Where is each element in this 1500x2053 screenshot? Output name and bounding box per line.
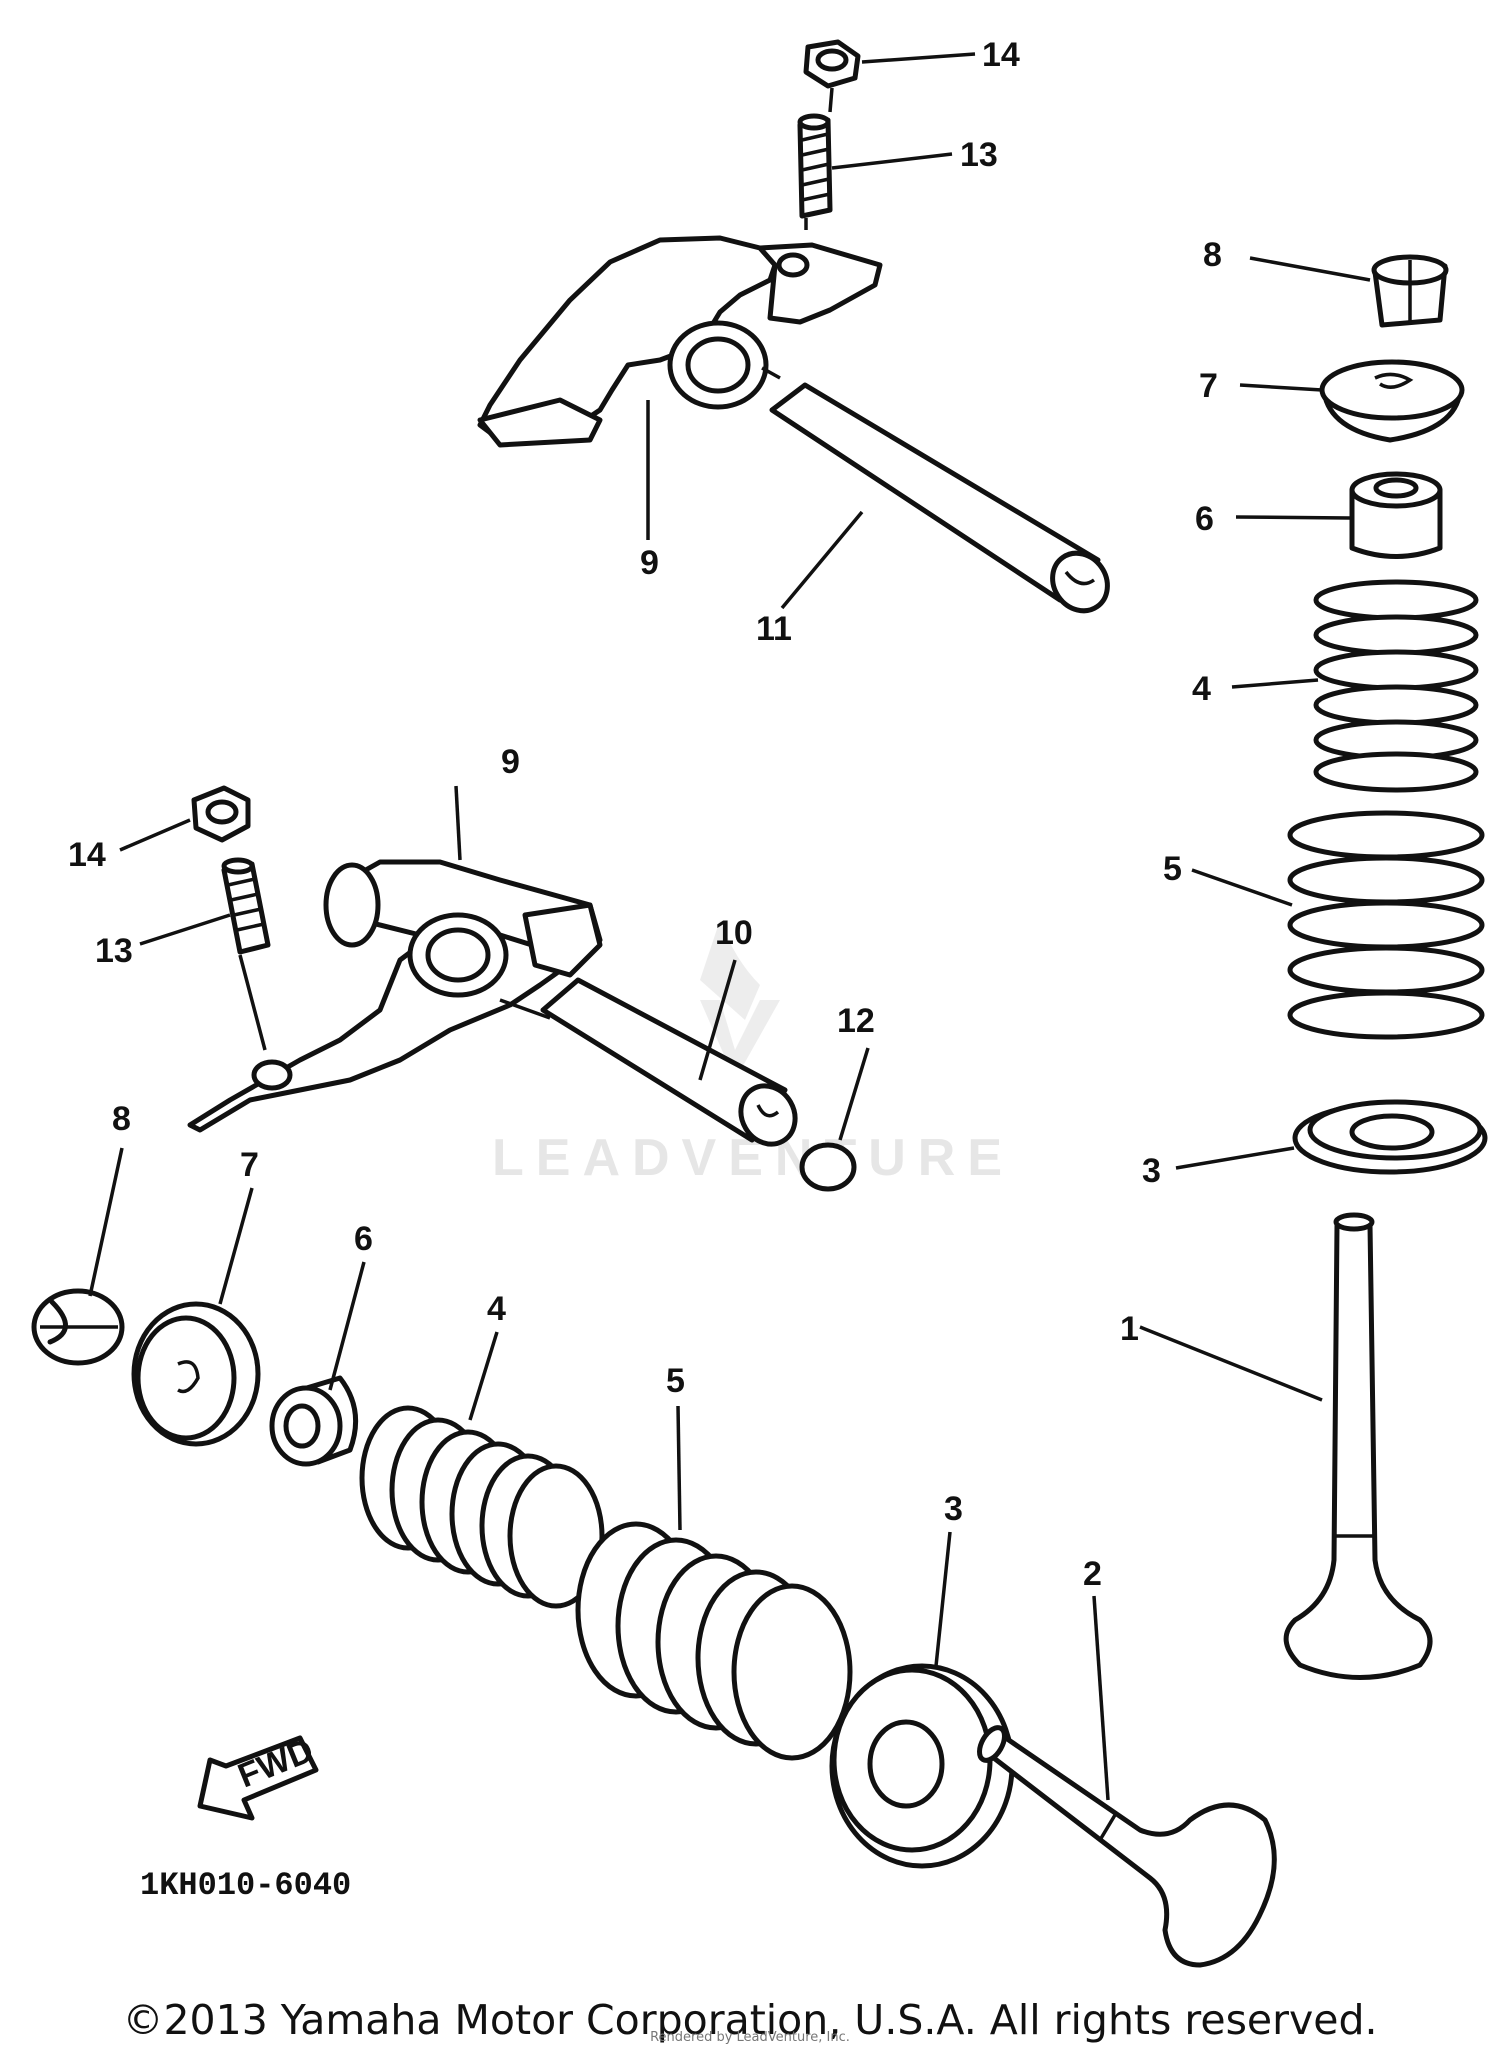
callout-right-1: 1 [1120, 1310, 1139, 1348]
callout-top-9: 9 [640, 544, 659, 582]
top-adjuster-screw-13 [797, 113, 833, 219]
callout-middle-9: 9 [501, 743, 520, 781]
callout-bottom-7: 7 [240, 1146, 259, 1184]
callout-right-4: 4 [1192, 670, 1211, 708]
right-valve-oil-seal-6 [1349, 471, 1443, 559]
callout-bottom-8: 8 [112, 1100, 131, 1138]
callout-bottom-4: 4 [487, 1290, 506, 1328]
callout-right-8: 8 [1203, 236, 1222, 274]
right-valve-stack: 8 7 6 4 5 3 1 [1120, 236, 1488, 1680]
bottom-valve-oil-seal-6 [269, 1375, 359, 1467]
callout-right-3: 3 [1142, 1152, 1161, 1190]
callout-right-5: 5 [1163, 850, 1182, 888]
callout-top-13: 13 [960, 136, 998, 174]
diagram-code: 1KH010-6040 [140, 1867, 351, 1904]
right-valve-1 [1283, 1212, 1433, 1680]
callout-bottom-6: 6 [354, 1220, 373, 1258]
copyright-notice: ©2013 Yamaha Motor Corporation, U.S.A. A… [122, 1996, 1378, 2044]
bottom-valve-retainer-7 [131, 1301, 261, 1447]
bottom-valve-inner-spring-4 [359, 1405, 605, 1609]
middle-rocker-assembly: 9 14 13 10 12 [68, 743, 875, 1192]
callout-bottom-5: 5 [666, 1362, 685, 1400]
bottom-valve-cotter-8 [31, 1288, 125, 1366]
callout-top-11: 11 [756, 610, 792, 648]
callout-bottom-3: 3 [944, 1490, 963, 1528]
callout-right-7: 7 [1199, 367, 1218, 405]
callout-middle-13: 13 [95, 932, 133, 970]
rendered-by-notice: Rendered by LeadVenture, Inc. [650, 2030, 850, 2045]
callout-top-14: 14 [982, 36, 1020, 74]
top-rocker-assembly: 14 13 9 11 [477, 36, 1110, 648]
callout-bottom-2: 2 [1083, 1555, 1102, 1593]
callout-middle-10: 10 [715, 914, 753, 952]
bottom-valve-outer-spring-5 [575, 1521, 853, 1761]
callout-middle-12: 12 [837, 1002, 875, 1040]
right-valve-inner-spring-4 [1313, 579, 1479, 793]
right-valve-retainer-7 [1319, 359, 1465, 443]
middle-nut-14 [191, 785, 251, 843]
callout-right-6: 6 [1195, 500, 1214, 538]
right-valve-spring-seat-3 [1292, 1099, 1488, 1175]
middle-adjuster-screw-13 [221, 857, 271, 955]
bottom-valve-row: FWD 8 7 6 4 5 3 2 [31, 1100, 1277, 1968]
right-valve-outer-spring-5 [1287, 810, 1485, 1040]
bottom-valve-2 [977, 1725, 1277, 1968]
top-nut-14 [803, 39, 861, 89]
right-valve-cotter-8 [1371, 254, 1449, 328]
top-rocker-shaft-11 [769, 382, 1110, 614]
callout-middle-14: 14 [68, 836, 106, 874]
bottom-valve-spring-seat-3 [829, 1663, 1015, 1869]
middle-o-ring-12 [799, 1142, 857, 1192]
middle-rocker-shaft-10 [540, 977, 798, 1147]
middle-rocker-arm-9 [187, 859, 603, 1133]
top-rocker-arm-9 [477, 235, 883, 448]
fwd-arrow-icon: FWD [197, 1731, 319, 1821]
